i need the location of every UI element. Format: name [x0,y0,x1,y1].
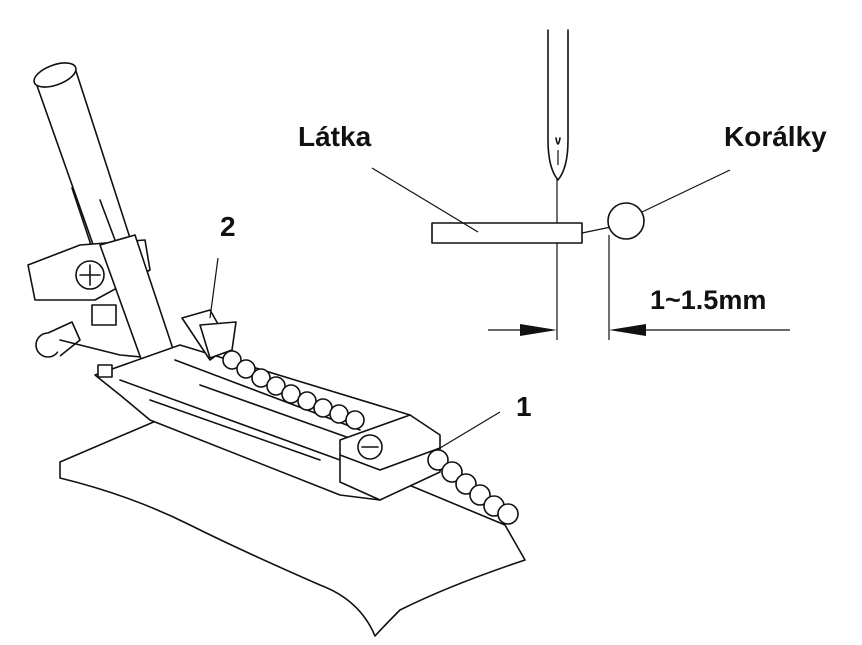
needle [547,29,569,181]
callout-2-label: 2 [220,211,236,242]
fabric-edge [431,222,583,244]
fabric-sheet [59,399,526,637]
dimension-arrows [488,324,790,336]
fabric-to-bead-link [581,226,612,234]
beads-label: Korálky [724,121,827,152]
gap-dimension-label: 1~1.5mm [650,285,766,315]
bead [607,202,645,240]
callout-2-leader [209,257,219,319]
fabric-label: Látka [298,121,372,152]
callout-1-label: 1 [516,391,532,422]
beads-leader-line [641,169,731,213]
fabric-leader-line [371,167,479,233]
bead-strand [222,350,519,525]
presser-foot [27,62,441,501]
callout-1-leader [439,411,501,449]
